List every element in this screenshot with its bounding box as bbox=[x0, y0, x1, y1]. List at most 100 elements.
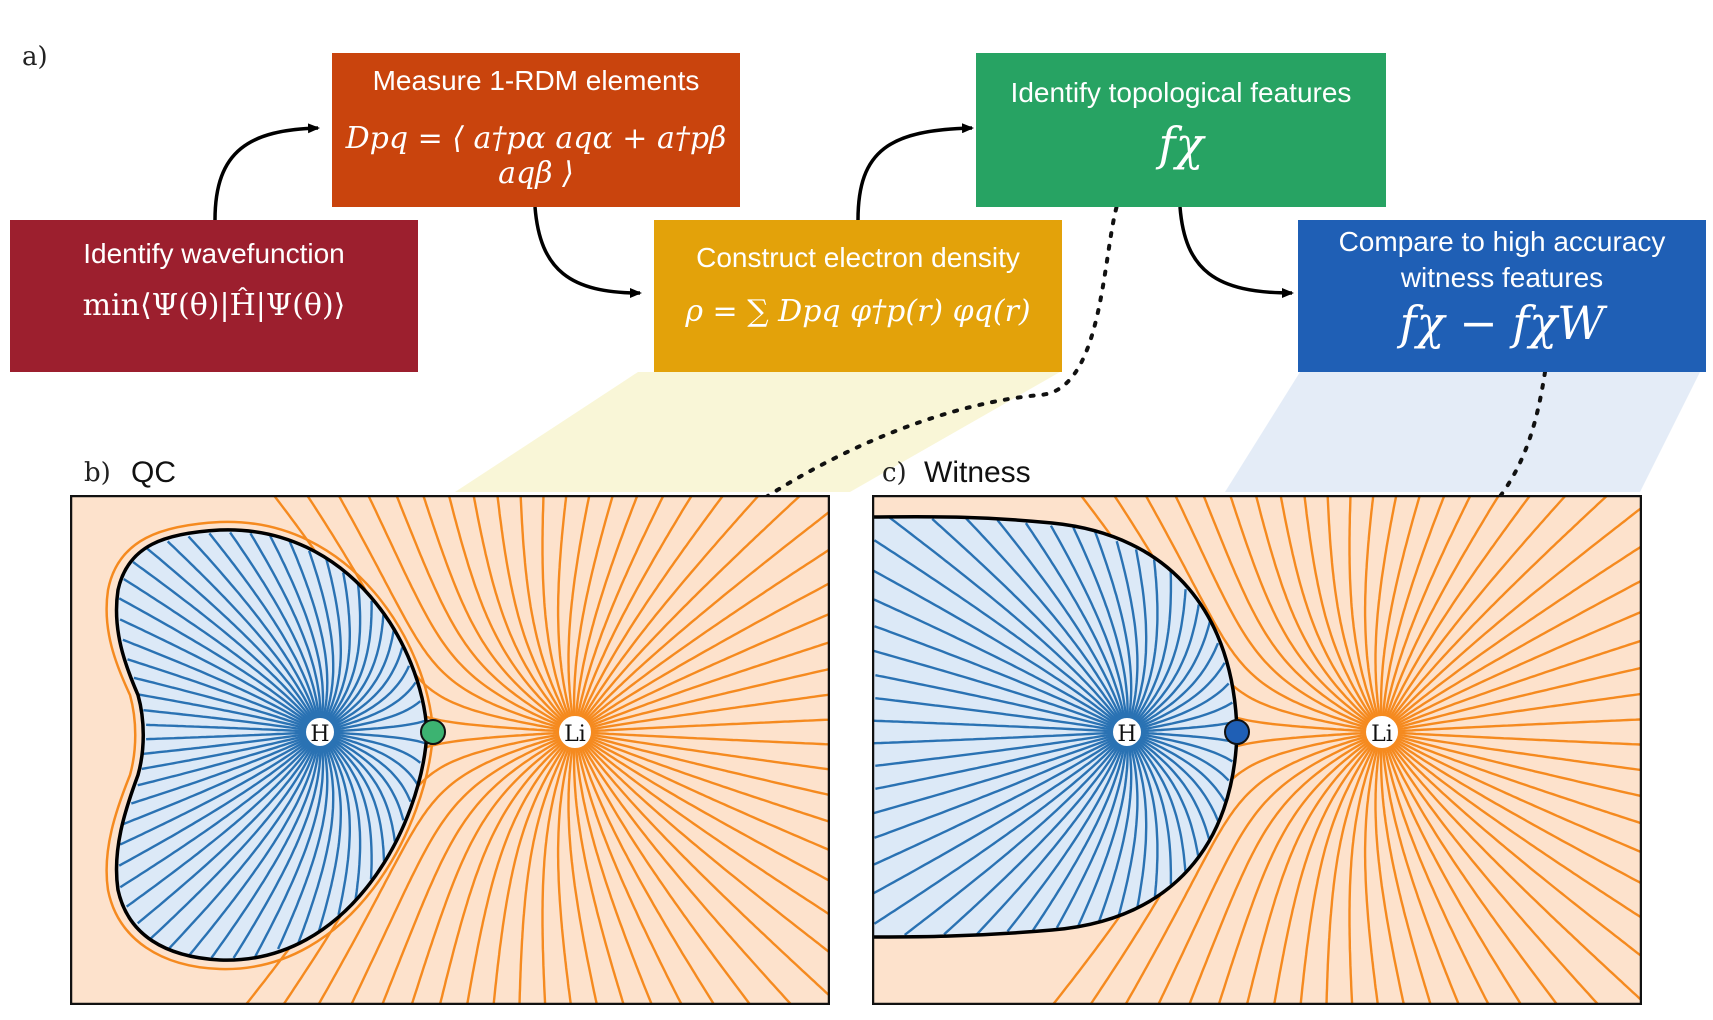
witness-li-field-line bbox=[1387, 666, 1642, 732]
qc-h-field-line bbox=[324, 647, 404, 731]
box-compare-label-line1: Compare to high accuracy bbox=[1338, 226, 1666, 257]
arrow-topology-to-compare bbox=[1178, 206, 1294, 298]
qc-h-field-line bbox=[325, 719, 426, 733]
qc-h-field-line bbox=[324, 734, 396, 842]
witness-li-field-line bbox=[1348, 495, 1381, 727]
witness-li-field-line bbox=[1383, 495, 1568, 728]
qc-h-atom-label: H bbox=[310, 722, 329, 747]
witness-li-field-line bbox=[1384, 736, 1642, 1003]
witness-h-field-line bbox=[875, 674, 1122, 732]
qc-h-field-line bbox=[122, 734, 316, 826]
qc-h-field-line bbox=[321, 558, 342, 728]
witness-li-field-line bbox=[1379, 495, 1422, 727]
witness-li-field-line bbox=[1325, 736, 1381, 1005]
qc-li-field-line bbox=[579, 581, 830, 730]
witness-h-field-line bbox=[903, 736, 1125, 936]
witness-h-field-line bbox=[888, 516, 1125, 728]
witness-li-field-line bbox=[1382, 495, 1501, 727]
qc-h-field-line bbox=[122, 638, 316, 730]
witness-li-field-line bbox=[1228, 495, 1378, 730]
witness-li-field-line bbox=[1245, 735, 1379, 1005]
qc-h-field-line bbox=[325, 731, 422, 764]
qc-li-field-line bbox=[567, 495, 591, 727]
box-construct-density: Construct electron density ρ = ∑ Dpq φ†p… bbox=[654, 220, 1062, 372]
witness-li-field-line bbox=[1381, 495, 1473, 727]
panel-a-letter: a) bbox=[22, 42, 48, 72]
qc-li-field-line bbox=[580, 732, 830, 797]
qc-h-field-line bbox=[123, 577, 318, 729]
witness-h-field-line bbox=[1093, 530, 1133, 727]
qc-h-field-line bbox=[132, 561, 318, 728]
qc-li-field-line bbox=[574, 737, 654, 1005]
witness-li-field-line bbox=[1385, 544, 1642, 729]
box-topology-equation: fχ bbox=[1158, 117, 1204, 171]
qc-li-field-line bbox=[447, 495, 572, 729]
witness-h-field-line bbox=[1131, 620, 1212, 730]
witness-li-field-line bbox=[1326, 495, 1381, 728]
qc-h-field-line bbox=[137, 693, 315, 732]
qc-h-field-line bbox=[269, 535, 325, 727]
qc-li-field-line bbox=[576, 737, 752, 1005]
panel-b-title: QC bbox=[131, 456, 176, 489]
witness-li-field-line bbox=[1387, 732, 1642, 798]
panel-c-letter: c) bbox=[882, 458, 907, 488]
qc-li-field-line bbox=[519, 495, 574, 728]
qc-h-field-line bbox=[143, 709, 315, 733]
witness-h-field-line bbox=[1115, 540, 1139, 727]
witness-h-field-line bbox=[1024, 522, 1128, 727]
qc-h-field-line bbox=[297, 737, 335, 944]
qc-li-field-line bbox=[579, 612, 830, 731]
qc-li-field-line bbox=[518, 736, 574, 1005]
box-measure-equation: Dpq = ⟨ a†pα aqα + a†pβ aqβ ⟩ bbox=[345, 121, 727, 191]
qc-h-field-line bbox=[325, 731, 426, 745]
witness-h-field-line bbox=[873, 735, 1124, 925]
witness-li-field-line bbox=[1382, 737, 1523, 1005]
qc-h-field-line bbox=[324, 630, 395, 730]
witness-h-field-line bbox=[1130, 735, 1187, 871]
qc-h-field-line bbox=[322, 735, 362, 901]
qc-li-atom-marker bbox=[557, 714, 593, 750]
witness-h-field-line bbox=[1131, 734, 1211, 840]
witness-li-atom-marker bbox=[1364, 714, 1400, 750]
witness-li-field-line bbox=[1217, 734, 1378, 1005]
witness-li-field-line bbox=[1383, 737, 1559, 1005]
box-wavefunction-equation: min⟨Ψ(θ)|Ĥ|Ψ(θ)⟩ bbox=[82, 288, 346, 323]
witness-h-field-line bbox=[874, 733, 1123, 839]
qc-h-field-line bbox=[137, 733, 315, 787]
witness-h-field-line bbox=[1130, 604, 1200, 729]
witness-h-field-line bbox=[1130, 735, 1200, 856]
qc-basin-boundary bbox=[114, 528, 429, 962]
qc-h-field-line bbox=[325, 732, 419, 786]
box-compare-label-line2: witness features bbox=[1400, 262, 1604, 293]
panel-b-letter: b) bbox=[84, 458, 111, 488]
witness-li-field-line bbox=[1202, 495, 1378, 731]
witness-h-field-line bbox=[1128, 559, 1159, 728]
witness-li-field-line bbox=[1381, 737, 1461, 1005]
witness-li-field-line bbox=[1387, 731, 1642, 746]
witness-li-field-line bbox=[1381, 737, 1491, 1005]
qc-h-field-line bbox=[146, 731, 315, 741]
witness-h-field-line bbox=[1077, 737, 1129, 927]
qc-h-field-line bbox=[187, 535, 320, 727]
box-density-equation: ρ = ∑ Dpq φ†p(r) φq(r) bbox=[685, 294, 1031, 329]
qc-li-field-line bbox=[410, 734, 571, 1005]
witness-li-field-line bbox=[1144, 495, 1377, 732]
qc-h-field-line bbox=[130, 733, 316, 805]
witness-h-field-line bbox=[872, 569, 1124, 729]
qc-h-field-line bbox=[249, 532, 322, 727]
qc-li-field-line bbox=[578, 509, 830, 729]
witness-h-field-line bbox=[1055, 737, 1128, 929]
box-identify-wavefunction: Identify wavefunction min⟨Ψ(θ)|Ĥ|Ψ(θ)⟩ bbox=[10, 220, 418, 372]
qc-li-field-line bbox=[575, 737, 716, 1005]
qc-h-field-line bbox=[325, 665, 411, 731]
box-measure-rdm: Measure 1-RDM elements Dpq = ⟨ a†pα aqα … bbox=[332, 53, 740, 207]
witness-bond-critical-point bbox=[1224, 719, 1250, 745]
witness-h-field-line bbox=[1117, 737, 1139, 916]
witness-h-field-line bbox=[1131, 642, 1220, 731]
witness-h-field-line bbox=[1072, 526, 1129, 727]
witness-li-field-line bbox=[1374, 495, 1398, 727]
qc-li-field-line bbox=[316, 732, 570, 1005]
witness-h-field-line bbox=[1132, 682, 1230, 732]
arrow-wavefunction-to-measure bbox=[213, 123, 320, 221]
witness-li-field-line bbox=[1387, 733, 1642, 825]
